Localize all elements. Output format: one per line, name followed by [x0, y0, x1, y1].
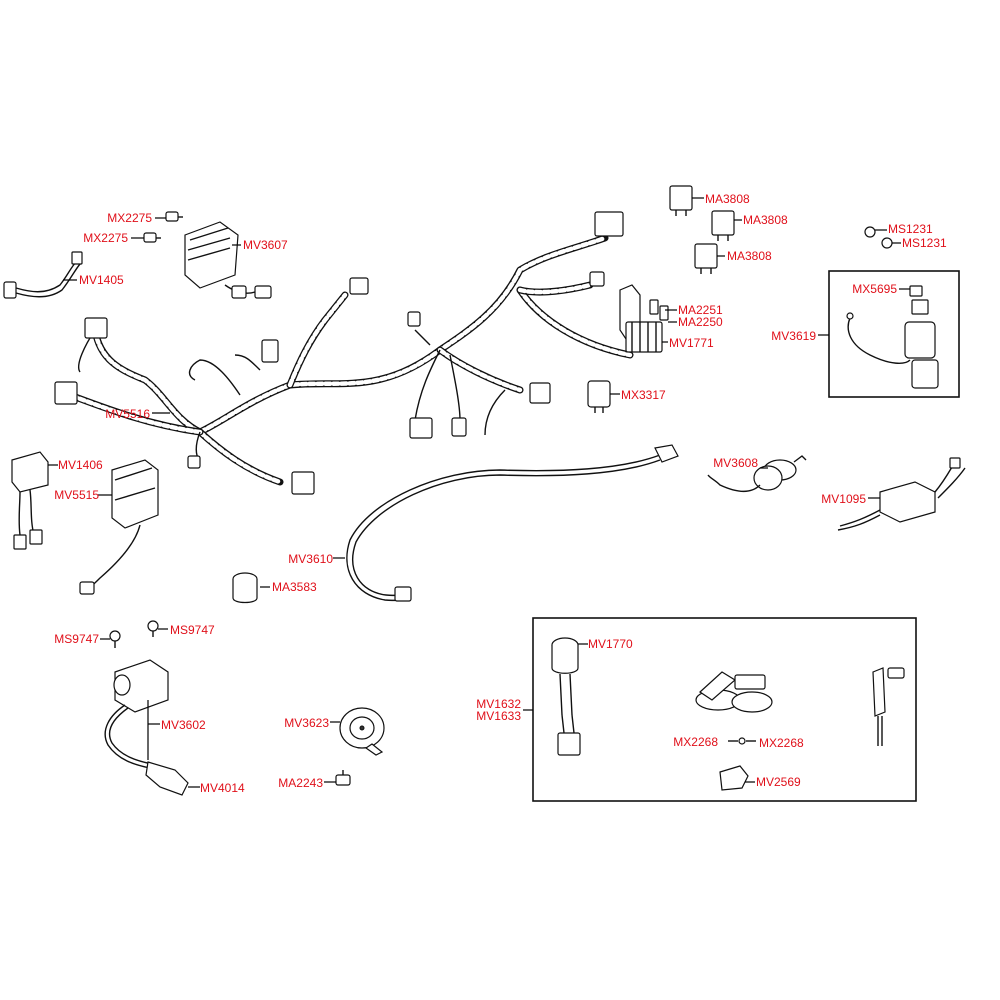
lock-set-drawing — [523, 617, 917, 802]
mv3623-drawing — [330, 707, 385, 756]
mv3608-drawing — [707, 455, 807, 493]
label-ma2250[interactable]: MA2250 — [678, 315, 723, 329]
label-mv3623[interactable]: MV3623 — [284, 716, 329, 730]
label-mv5516[interactable]: MV5516 — [105, 407, 150, 421]
mx3317-drawing — [587, 380, 620, 413]
mv1771-drawing — [619, 284, 677, 353]
mv1405-drawing — [3, 251, 83, 299]
label-mx3317[interactable]: MX3317 — [621, 388, 666, 402]
label-ma3583[interactable]: MA3583 — [272, 580, 317, 594]
label-mv5515[interactable]: MV5515 — [54, 488, 99, 502]
label-ms1231-b[interactable]: MS1231 — [902, 236, 947, 250]
label-ma3808-a[interactable]: MA3808 — [705, 192, 750, 206]
label-ms1231-a[interactable]: MS1231 — [888, 222, 933, 236]
label-mv1633[interactable]: MV1633 — [476, 709, 521, 723]
ms1231-drawing — [864, 226, 901, 249]
label-mv2569[interactable]: MV2569 — [756, 775, 801, 789]
label-ms9747-b[interactable]: MS9747 — [170, 623, 215, 637]
label-mx2275-a[interactable]: MX2275 — [107, 211, 152, 225]
label-mv1095[interactable]: MV1095 — [821, 492, 866, 506]
mx2275-drawing — [131, 211, 183, 243]
label-mv4014[interactable]: MV4014 — [200, 781, 245, 795]
label-mv3610[interactable]: MV3610 — [288, 552, 333, 566]
label-ma3808-b[interactable]: MA3808 — [743, 213, 788, 227]
mv3607-drawing — [184, 221, 272, 299]
mv3602-drawing — [104, 659, 200, 796]
label-ma2251[interactable]: MA2251 — [678, 303, 723, 317]
label-ms9747-a[interactable]: MS9747 — [54, 632, 99, 646]
mv3619-drawing — [818, 270, 960, 398]
label-mx2275-b[interactable]: MX2275 — [83, 231, 128, 245]
label-mv1405[interactable]: MV1405 — [79, 273, 124, 287]
mv1406-drawing — [11, 451, 58, 550]
main-harness-drawing — [54, 211, 634, 495]
ms9747-drawing — [100, 620, 168, 648]
mv5515-drawing — [79, 459, 159, 595]
label-mx5695[interactable]: MX5695 — [852, 282, 897, 296]
label-ma3808-c[interactable]: MA3808 — [727, 249, 772, 263]
label-mv3619[interactable]: MV3619 — [771, 329, 816, 343]
label-mx2268-b[interactable]: MX2268 — [759, 736, 804, 750]
label-mv1406[interactable]: MV1406 — [58, 458, 103, 472]
ma3583-drawing — [232, 572, 270, 604]
label-mv1771[interactable]: MV1771 — [669, 336, 714, 350]
label-mv1770[interactable]: MV1770 — [588, 637, 633, 651]
mv1095-drawing — [837, 457, 966, 531]
ma3808-drawing — [669, 185, 742, 274]
mv3610-drawing — [333, 444, 679, 602]
ma2243-drawing — [324, 770, 351, 786]
label-mv3608[interactable]: MV3608 — [713, 456, 758, 470]
label-mx2268-a[interactable]: MX2268 — [673, 735, 718, 749]
label-mv3602[interactable]: MV3602 — [161, 718, 206, 732]
label-mv1632[interactable]: MV1632 — [476, 697, 521, 711]
label-mv3607[interactable]: MV3607 — [243, 238, 288, 252]
label-ma2243[interactable]: MA2243 — [278, 776, 323, 790]
